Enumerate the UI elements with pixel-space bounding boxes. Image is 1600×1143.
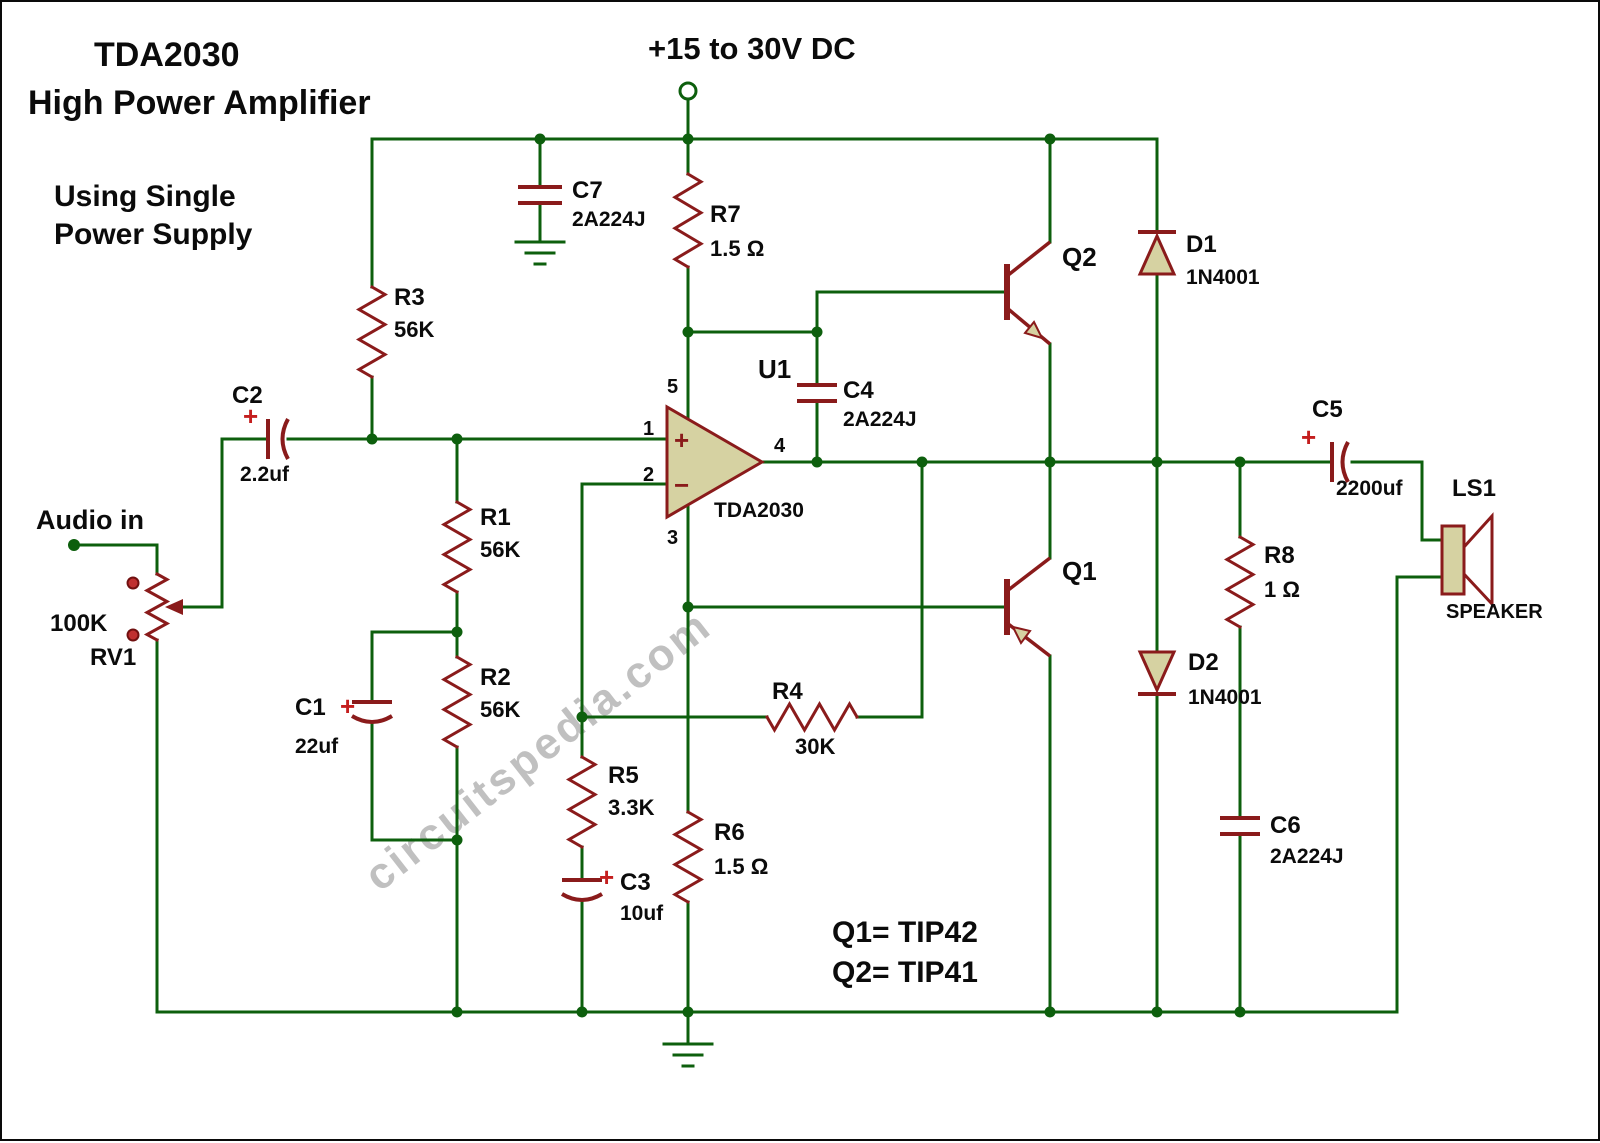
d1-ref-label: D1 — [1186, 231, 1217, 258]
c2-value-label: 2.2uf — [240, 463, 290, 486]
audio-in-terminal — [68, 539, 80, 551]
u1-pin1-label: 1 — [643, 418, 654, 440]
c3-value-label: 10uf — [620, 902, 664, 925]
rv1-terminal-bottom — [126, 628, 140, 642]
r7-value-label: 1.5 Ω — [710, 236, 764, 261]
page-title-line2: High Power Amplifier — [28, 84, 371, 122]
resistor-r8 — [1223, 534, 1257, 630]
rv1-terminal-top — [126, 576, 140, 590]
rv1-ref-label: RV1 — [90, 644, 136, 671]
c6-value-label: 2A224J — [1270, 845, 1344, 868]
r1-ref-label: R1 — [480, 504, 511, 531]
labels: TDA2030 High Power Amplifier Using Singl… — [28, 31, 1543, 989]
transistor-q1 — [1004, 556, 1052, 658]
r1-value-label: 56K — [480, 537, 520, 562]
d1-value-label: 1N4001 — [1186, 266, 1260, 289]
note-q1: Q1= TIP42 — [832, 916, 978, 949]
diode-d1 — [1137, 230, 1177, 276]
ground-c7-icon — [514, 240, 566, 266]
diode-d2 — [1137, 650, 1177, 696]
u1-pin2-label: 2 — [643, 464, 654, 486]
resistor-r3 — [355, 284, 389, 380]
opamp-u1: + − — [665, 404, 765, 520]
c4-ref-label: C4 — [843, 377, 874, 404]
q1-ref-label: Q1 — [1062, 556, 1097, 586]
c7-value-label: 2A224J — [572, 208, 646, 231]
r8-ref-label: R8 — [1264, 542, 1295, 569]
r3-value-label: 56K — [394, 317, 434, 342]
resistor-r1 — [440, 499, 474, 595]
u1-ref-label: U1 — [758, 354, 791, 384]
c5-value-label: 2200uf — [1336, 477, 1404, 500]
rv1-wiper-arrow-icon — [165, 599, 183, 615]
r2-value-label: 56K — [480, 697, 520, 722]
r6-ref-label: R6 — [714, 819, 745, 846]
c2-ref-label: C2 — [232, 382, 263, 409]
capacitor-c6 — [1220, 816, 1260, 836]
resistor-r7 — [672, 171, 704, 270]
c5-ref-label: C5 — [1312, 396, 1343, 423]
note-q2: Q2= TIP41 — [832, 956, 978, 989]
c6-ref-label: C6 — [1270, 812, 1301, 839]
capacitor-c7 — [518, 185, 562, 205]
r2-ref-label: R2 — [480, 664, 511, 691]
rv1-value-label: 100K — [50, 610, 108, 637]
c3-ref-label: C3 — [620, 869, 651, 896]
audio-in-label: Audio in — [36, 505, 144, 535]
resistor-r5 — [565, 754, 599, 850]
watermark-text: circuitspedia.com — [355, 600, 720, 900]
ground-main-icon — [662, 1042, 714, 1068]
r5-ref-label: R5 — [608, 762, 639, 789]
resistor-r6 — [671, 809, 705, 905]
page-title-line1: TDA2030 — [94, 36, 240, 74]
c7-ref-label: C7 — [572, 177, 603, 204]
resistor-r2 — [440, 654, 474, 750]
u1-pin4-label: 4 — [774, 435, 786, 457]
ls1-value-label: SPEAKER — [1446, 601, 1543, 623]
capacitor-c5 — [1330, 441, 1350, 483]
capacitor-c2 — [266, 418, 290, 460]
r5-value-label: 3.3K — [608, 795, 655, 820]
capacitor-c1 — [350, 700, 394, 724]
c3-plus-mark: + — [599, 862, 614, 892]
c2-plus-mark: + — [243, 401, 258, 431]
r6-value-label: 1.5 Ω — [714, 854, 768, 879]
r3-ref-label: R3 — [394, 284, 425, 311]
speaker-ls1-icon — [1440, 512, 1494, 608]
potentiometer-rv1 — [126, 571, 183, 643]
junction-dots — [366, 133, 1246, 1018]
page-subtitle-line1: Using Single — [54, 180, 236, 213]
c1-ref-label: C1 — [295, 694, 326, 721]
r7-ref-label: R7 — [710, 201, 741, 228]
d2-value-label: 1N4001 — [1188, 686, 1262, 709]
r8-value-label: 1 Ω — [1264, 577, 1300, 602]
opamp-plus-sign: + — [674, 425, 689, 455]
capacitor-c3 — [560, 878, 604, 902]
capacitor-c4 — [797, 383, 837, 403]
c1-value-label: 22uf — [295, 735, 339, 758]
r4-ref-label: R4 — [772, 678, 803, 705]
q2-ref-label: Q2 — [1062, 242, 1097, 272]
watermark: circuitspedia.com — [355, 600, 720, 900]
c4-value-label: 2A224J — [843, 408, 917, 431]
supply-terminal — [678, 81, 698, 101]
c1-plus-mark: + — [340, 691, 355, 721]
ls1-ref-label: LS1 — [1452, 475, 1496, 502]
d2-ref-label: D2 — [1188, 649, 1219, 676]
supply-label: +15 to 30V DC — [648, 31, 856, 66]
r4-value-label: 30K — [795, 734, 835, 759]
u1-pin3-label: 3 — [667, 527, 678, 549]
resistor-r4 — [764, 700, 860, 734]
u1-part-label: TDA2030 — [714, 499, 804, 522]
page-subtitle-line2: Power Supply — [54, 218, 253, 251]
q2-emitter-arrow-icon — [1023, 320, 1044, 340]
q1-emitter-arrow-icon — [1011, 625, 1032, 645]
opamp-minus-sign: − — [674, 470, 689, 500]
transistor-q2 — [1004, 240, 1052, 346]
c5-plus-mark: + — [1301, 422, 1316, 452]
u1-pin5-label: 5 — [667, 376, 678, 398]
